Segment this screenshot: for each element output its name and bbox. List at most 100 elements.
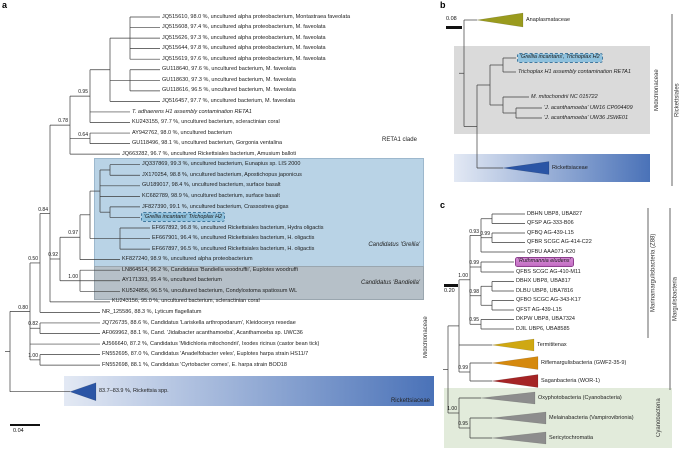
support-value: 1.00 [68,273,78,280]
saganbacteria-triangle [491,374,539,388]
support-value: 0.95 [78,89,88,96]
rickettsia-spp-label: 83.7–83.9 %, Rickettsia spp. [99,388,169,395]
leaf-label: KC682789, 98.9 %, uncultured bacterium, … [142,192,280,199]
leaf-label: T. adhaerens H1 assembly contamination R… [132,108,252,115]
leaf-label: DBHN UBP8, UBA827 [527,210,583,217]
leaf-label: GU118630, 97.3 %, uncultured bacterium, … [162,76,296,83]
support-value: 1.00 [458,273,468,279]
marinamargulisbacteria-label: Marinamargulisbacteria (Z88) [648,208,657,338]
support-value: 0.95 [469,317,479,324]
leaf-label: JQ726735, 88.6 %, Candidatus 'Lariskella… [102,319,296,326]
support-value: 0.98 [469,288,479,295]
leaf-label: JQ515626, 97.3 %, uncultured alpha prote… [162,34,326,41]
scale-value: 0.20 [444,288,455,294]
leaf-label: 'Grellia incantans' Trichoplax H2 [140,212,226,223]
support-value: 0.92 [48,252,58,259]
leaf-label: KU243155, 97.7 %, uncultured bacterium, … [132,119,280,126]
support-value: 0.82 [28,321,38,328]
leaf-label: AY942762, 98.0 %, uncultured bacterium [132,129,232,136]
support-value: 0.95 [458,421,468,428]
support-value: 0.84 [38,206,48,213]
leaf-label: JQ515610, 98.0 %, uncultured alpha prote… [162,13,351,20]
leaf-label: QFBO SCGC AG-343-K17 [516,297,581,304]
scale-value: 0.08 [446,16,457,22]
leaf-label: GU118496, 98.1 %, uncultured bacterium, … [132,140,283,147]
leaf-label: JQ516457, 97.7 %, uncultured bacterium, … [162,98,295,104]
support-value: 0.99 [469,260,479,267]
melainabacteria-label: Melainabacteria (Vampirovibrionia) [549,414,634,421]
leaf-label: Trichoplax H1 assembly contamination RET… [518,68,631,75]
leaf-label: DKPW UBP8, UBA7324 [516,316,575,323]
rickettsiaceae-label: Rickettsiaceae [552,164,588,171]
support-value: 0.80 [18,304,28,311]
leaf-label: DLBU UBP8, UBA7816 [516,287,574,294]
leaf-label: QFBQ AG-439-L15 [527,229,574,236]
leaf-label: M. mitochondrii NC 015722 [531,93,598,100]
riflemargulisbacteria-triangle [491,356,539,370]
leaf-label: DJIL UBP6, UBA8585 [516,325,570,332]
scale-bar [10,424,40,426]
phylogenetic-tree-b [459,12,550,175]
tree-labels-b: Anaplasmataceae 'Grellia incantans', Tric… [438,0,685,200]
panel-c-letter: c [440,200,446,210]
leaf-label: AY171393, 95.4 %, uncultured bacterium [122,277,222,284]
leaf-label: QFSP AG-333-B06 [527,220,574,227]
leaf-label: AF069962, 88.1 %, Cand. 'Jidaibacter aca… [102,330,303,337]
grellia-clade-label: Candidatus 'Grellia' [368,242,420,248]
leaf-label: GU118640, 97.6 %, uncultured bacterium, … [162,66,296,73]
support-value: 0.97 [68,230,78,237]
leaf-label: KU524856, 96.5 %, uncultured bacterium, … [122,287,298,294]
termititenax-label: Termititenax [537,341,567,348]
leaf-label: 'J. acanthamoeba' UW16 CP004409 [544,104,633,111]
leaf-label: EF667892, 96.8 %, uncultured Rickettsial… [152,224,324,231]
leaf-label: FN552695, 87.0 %, Candidatus 'Anadelfoba… [102,351,309,358]
panel-a: a JQ515610, 98.0 %, uncultured alpha pro… [2,0,434,434]
leaf-label: JQ515644, 97.8 %, uncultured alpha prote… [162,45,326,52]
leaf-label: FN552698, 88.1 %, Candidatus 'Cyrtobacte… [102,361,287,368]
sericytochromatia-triangle [491,431,547,445]
rickettsiaceae-triangle [502,161,550,175]
support-value: 0.78 [58,118,68,125]
leaf-label: JQ337869, 99.3 %, uncultured bacterium, … [142,161,301,168]
leaf-label: AJ566640, 87.2 %, Candidatus 'Midichlori… [102,340,320,347]
leaf-label: KF827240, 98.9 %, uncultured alpha prote… [122,256,253,263]
leaf-label: 'J. acanthamoeba' UW36 JSWE01 [544,114,629,121]
termititenax-triangle [491,338,535,352]
riflemargulisbacteria-label: Riflemargulisbacteria (GWF2-35-9) [541,359,627,366]
panel-a-letter: a [2,0,8,10]
anaplasmataceae-label: Anaplasmataceae [526,16,571,23]
leaf-label: QFBS SCGC AG-410-M11 [516,268,581,275]
midichloriaceae-label: Midichloriaceae [654,69,660,111]
oxyphotobacteria-triangle [480,391,536,405]
leaf-label: 'Ruthmannia eludens' [515,256,574,267]
panel-b: b Anaplasmataceae 'Grellia incantans', Tr… [438,0,685,200]
support-value: 1.00 [28,353,38,360]
rickettsiaceae-gradient-band [64,376,434,406]
leaf-label: JQ515619, 97.6 %, uncultured alpha prote… [162,55,326,62]
panel-b-letter: b [440,0,446,10]
support-value: 0.99 [480,230,490,237]
phylogenetic-tree-c [443,213,547,445]
sericytochromatia-label: Sericytochromatia [549,434,594,441]
leaf-label: LN864514, 96.2 %, Candidatus 'Bandiella … [122,266,298,273]
anaplasmataceae-triangle [476,12,524,28]
saganbacteria-label: Saganbacteria (WOR-1) [541,377,600,384]
leaf-label: NR_125586, 88.3 %, Lyticum flagellatum [102,309,202,315]
support-value: 0.99 [458,365,468,372]
leaf-label: EF667901, 96.4 %, uncultured Rickettsial… [152,235,315,242]
leaf-label: EF667897, 96.5 %, uncultured Rickettsial… [152,245,315,252]
leaf-label: JQ515608, 97.4 %, uncultured alpha prote… [162,24,326,31]
leaf-label: DBHX UBP8, UBA817 [516,278,571,285]
rickettsia-spp-triangle [69,382,97,401]
leaf-label: JQ663282, 96.7 %, uncultured Rickettsial… [122,150,296,157]
support-value: 0.50 [28,256,38,263]
oxyphotobacteria-label: Oxyphotobacteria (Cyanobacteria) [538,394,622,401]
support-value: 0.64 [78,131,88,138]
leaf-label: JF827390, 99.1 %, uncultured bacterium, … [142,203,289,210]
phylogenetic-tree-a [5,16,160,401]
support-value: 1.00 [447,406,457,413]
cyanobacteria-label: Cyanobacteria [656,398,662,438]
leaf-label: 'Grellia incantans', Trichoplax H2 [517,52,603,63]
